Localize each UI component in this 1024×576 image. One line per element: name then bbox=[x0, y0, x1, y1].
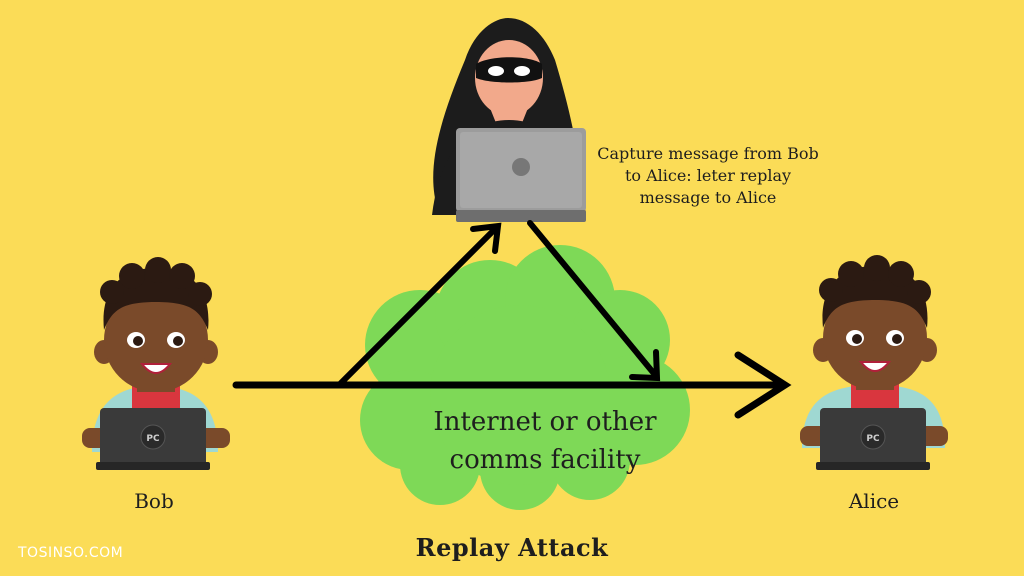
boy-alice-icon bbox=[800, 255, 948, 470]
receiver-name: Alice bbox=[848, 489, 900, 513]
diagram-title: Replay Attack bbox=[415, 533, 609, 562]
cloud-icon bbox=[360, 245, 690, 510]
medium-label: Internet or other comms facility bbox=[433, 407, 657, 475]
bob-laptop-badge: PC bbox=[146, 434, 160, 444]
hacker-icon bbox=[432, 18, 586, 222]
watermark: TOSINSO.COM bbox=[18, 545, 124, 561]
capture-arrow bbox=[337, 222, 502, 387]
alice-laptop-badge: PC bbox=[866, 434, 880, 444]
boy-bob-icon bbox=[82, 257, 230, 470]
attacker-caption: Capture message from Bob to Alice: leter… bbox=[597, 144, 819, 207]
sender-name: Bob bbox=[134, 489, 174, 513]
replay-arrow bbox=[527, 220, 661, 382]
direct-arrow bbox=[232, 351, 792, 419]
